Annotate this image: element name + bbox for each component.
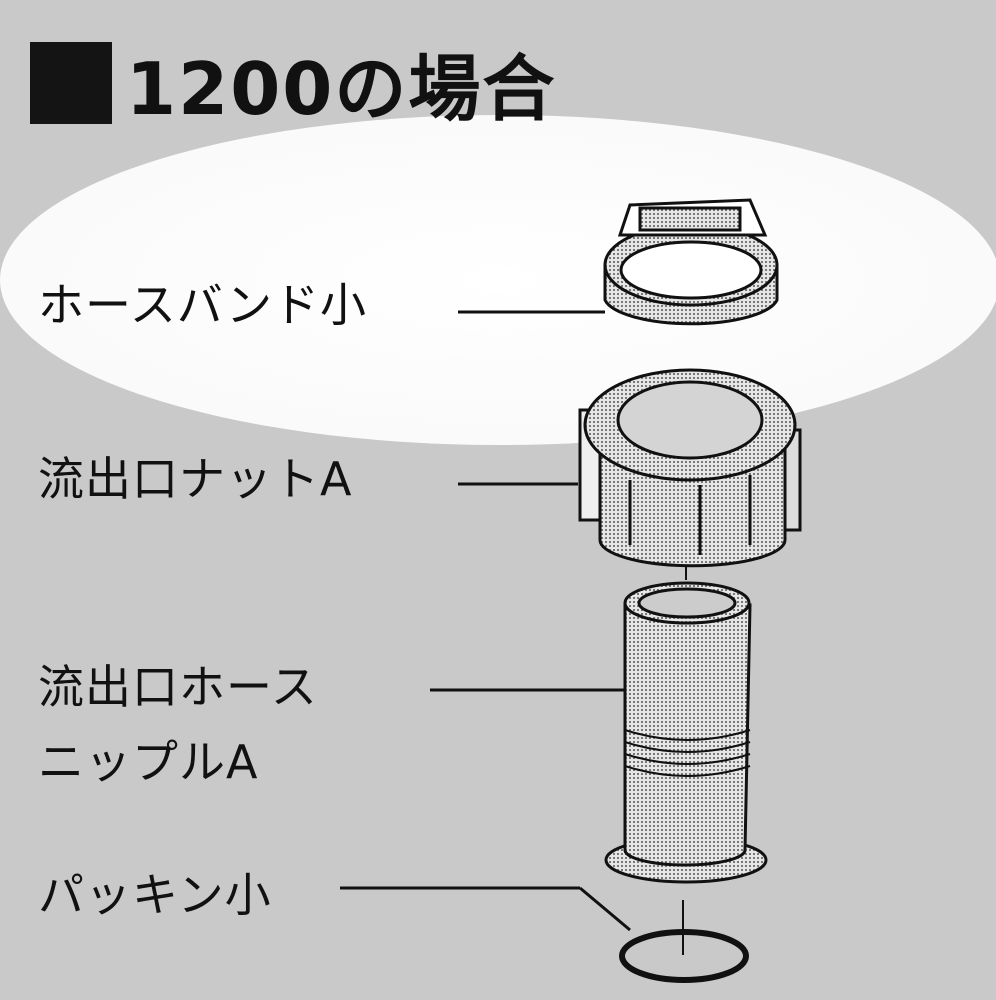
label-hose-band: ホースバンド小 (38, 278, 367, 332)
hose-band-drawing (603, 198, 779, 326)
label-packing: パッキン小 (38, 868, 272, 922)
title-square-bullet (30, 41, 112, 124)
highlight-ellipse (0, 115, 996, 445)
title-text: 1200の場合 (126, 47, 557, 131)
outlet-nipple-drawing (604, 581, 768, 884)
label-outlet-nipple-2: ニップルA (38, 735, 259, 789)
label-outlet-nut: 流出口ナットA (38, 452, 353, 506)
outlet-nut-drawing (578, 368, 802, 568)
packing-drawing (619, 929, 749, 983)
label-outlet-nipple-1: 流出口ホース (38, 660, 318, 714)
page-title: 1200の場合 (30, 30, 556, 135)
